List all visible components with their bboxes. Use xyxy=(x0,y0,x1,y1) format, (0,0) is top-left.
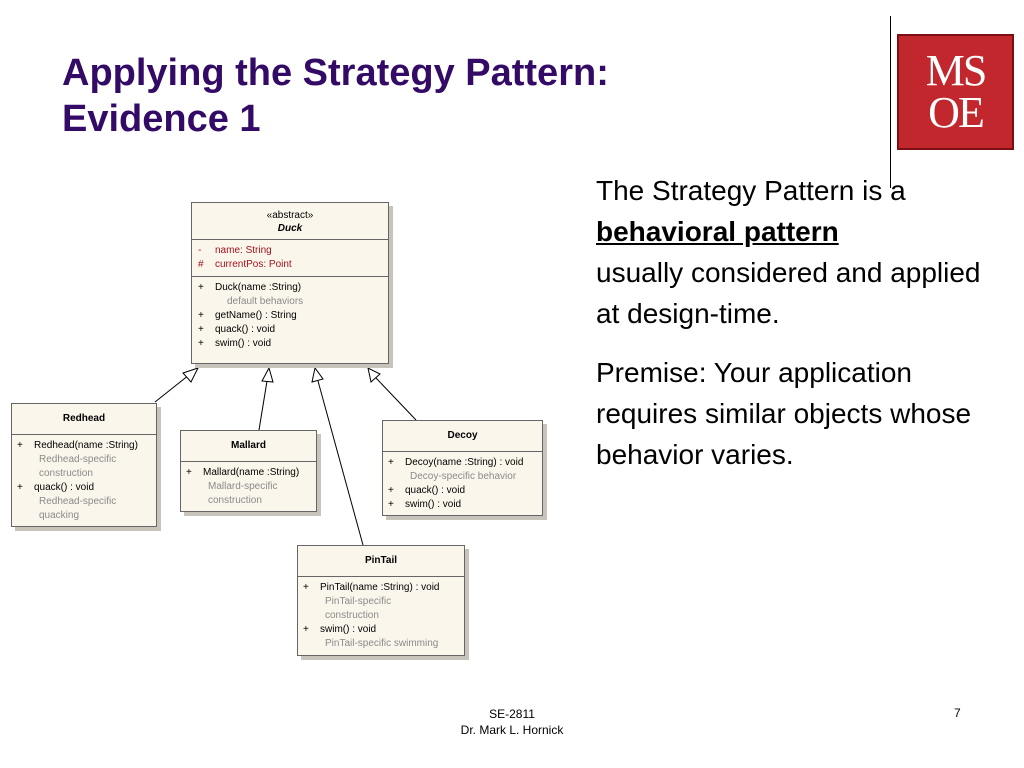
duck-op-note: default behaviors xyxy=(227,296,304,307)
duck-class-name: Duck xyxy=(277,223,303,234)
pintail-inherit-line xyxy=(317,380,364,546)
decoy-inherit-line xyxy=(375,377,417,421)
decoy-op-swim: +swim() : void xyxy=(388,499,462,510)
pintail-class-name: PinTail xyxy=(298,546,464,577)
mallard-class-name: Mallard xyxy=(181,431,316,462)
redhead-op-note-1: Redhead-specific xyxy=(39,454,117,465)
redhead-class-name: Redhead xyxy=(12,404,156,435)
decoy-inherit-head xyxy=(367,367,381,383)
duck-attr-currentpos: #currentPos: Point xyxy=(198,259,292,270)
para1-pre: The Strategy Pattern is a xyxy=(596,175,906,206)
redhead-operations: +Redhead(name :String) Redhead-specific … xyxy=(12,435,156,527)
duck-op-quack: +quack() : void xyxy=(198,324,276,335)
redhead-op-note-2: construction xyxy=(39,468,93,479)
slide-body: The Strategy Pattern is a behavioral pat… xyxy=(596,170,996,475)
uml-class-redhead: Redhead +Redhead(name :String) Redhead-s… xyxy=(11,403,157,527)
uml-class-pintail: PinTail +PinTail(name :String) : void Pi… xyxy=(297,545,465,656)
duck-op-swim: +swim() : void xyxy=(198,338,272,349)
pintail-inherit-head xyxy=(311,366,324,383)
footer-author: Dr. Mark L. Hornick xyxy=(460,723,564,737)
decoy-op-constructor: +Decoy(name :String) : void xyxy=(388,457,524,468)
para1-emphasis: behavioral pattern xyxy=(596,216,839,247)
slide-title: Applying the Strategy Pattern: Evidence … xyxy=(62,50,609,142)
redhead-inherit-head xyxy=(182,367,199,383)
page-number: 7 xyxy=(954,706,961,720)
mallard-inherit-head xyxy=(261,366,274,383)
slide-footer: SE-2811 Dr. Mark L. Hornick xyxy=(440,706,584,738)
slide-title-line1: Applying the Strategy Pattern: xyxy=(62,52,609,94)
uml-class-mallard: Mallard +Mallard(name :String) Mallard-s… xyxy=(180,430,317,512)
body-paragraph-2: Premise: Your application requires simil… xyxy=(596,357,972,470)
duck-operations: +Duck(name :String) default behaviors +g… xyxy=(192,277,388,355)
pintail-op-note-3: PinTail-specific swimming xyxy=(325,638,439,649)
slide-title-line2: Evidence 1 xyxy=(62,98,261,140)
redhead-op-constructor: +Redhead(name :String) xyxy=(17,440,138,451)
footer-course: SE-2811 xyxy=(489,707,535,721)
divider-line xyxy=(890,16,891,188)
mallard-op-note-1: Mallard-specific xyxy=(208,481,278,492)
mallard-inherit-line xyxy=(258,380,268,431)
uml-class-decoy: Decoy +Decoy(name :String) : void Decoy-… xyxy=(382,420,543,516)
logo-line2: OE xyxy=(928,88,985,137)
pintail-op-note-2: construction xyxy=(325,610,379,621)
duck-stereotype: «abstract» xyxy=(266,210,314,221)
para1-post: usually considered and applied at design… xyxy=(596,257,981,329)
pintail-op-note-1: PinTail-specific xyxy=(325,596,392,607)
pintail-operations: +PinTail(name :String) : void PinTail-sp… xyxy=(298,577,464,655)
decoy-op-note: Decoy-specific behavior xyxy=(410,471,517,482)
redhead-op-note-4: quacking xyxy=(39,510,80,521)
decoy-class-name: Decoy xyxy=(383,421,542,452)
mallard-op-note-2: construction xyxy=(208,495,262,506)
uml-class-duck: «abstract» Duck -name: String #currentPo… xyxy=(191,202,389,364)
duck-attributes: -name: String #currentPos: Point xyxy=(192,240,388,277)
duck-op-getname: +getName() : String xyxy=(198,310,297,321)
body-paragraph-1: The Strategy Pattern is a behavioral pat… xyxy=(596,170,996,334)
pintail-op-swim: +swim() : void xyxy=(303,624,377,635)
duck-op-constructor: +Duck(name :String) xyxy=(198,282,302,293)
decoy-operations: +Decoy(name :String) : void Decoy-specif… xyxy=(383,452,542,516)
mallard-operations: +Mallard(name :String) Mallard-specific … xyxy=(181,462,316,512)
msoe-logo: MS OE xyxy=(897,34,1014,150)
redhead-op-note-3: Redhead-specific xyxy=(39,496,117,507)
decoy-op-quack: +quack() : void xyxy=(388,485,466,496)
redhead-inherit-line xyxy=(154,374,190,403)
mallard-op-constructor: +Mallard(name :String) xyxy=(186,467,300,478)
duck-attr-name: -name: String xyxy=(198,245,272,256)
pintail-op-constructor: +PinTail(name :String) : void xyxy=(303,582,440,593)
redhead-op-quack: +quack() : void xyxy=(17,482,95,493)
logo-line1: MS xyxy=(925,46,988,95)
